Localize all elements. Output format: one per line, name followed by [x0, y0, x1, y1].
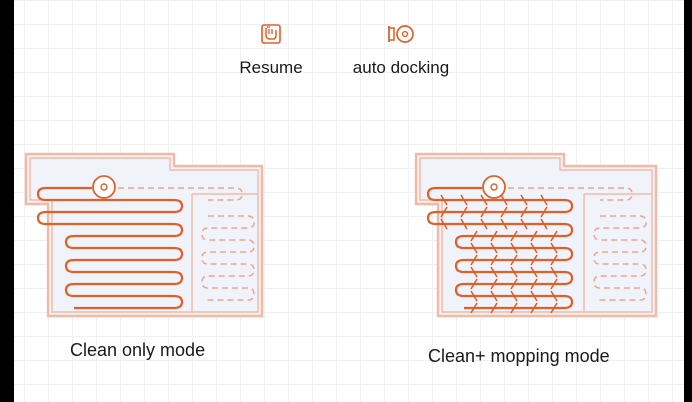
mop-stroke	[530, 290, 538, 302]
mop-stroke	[440, 194, 448, 206]
mop-stroke	[490, 290, 498, 302]
mop-stroke	[550, 278, 558, 290]
mop-stroke	[500, 218, 508, 230]
mop-stroke	[540, 206, 548, 218]
mop-stroke	[510, 302, 518, 314]
mop-stroke	[540, 218, 548, 230]
auto-docking-label: auto docking	[352, 58, 450, 77]
mop-stroke	[480, 218, 488, 230]
mop-stroke	[470, 278, 478, 290]
mop-stroke	[550, 290, 558, 302]
mop-stroke	[530, 266, 538, 278]
mop-stroke	[510, 254, 518, 266]
mop-stroke	[460, 206, 468, 218]
mop-stroke	[510, 242, 518, 254]
resume-feature: Resume	[226, 24, 316, 78]
mop-stroke	[460, 218, 468, 230]
auto-docking-icon	[388, 25, 414, 43]
mop-stroke	[490, 254, 498, 266]
mop-stroke	[530, 242, 538, 254]
auto-docking-feature: auto docking	[346, 24, 456, 78]
mop-stroke	[490, 278, 498, 290]
mop-stroke	[530, 302, 538, 314]
mop-stroke	[550, 230, 558, 242]
resume-label: Resume	[239, 58, 303, 77]
mop-stroke	[500, 194, 508, 206]
mop-stroke	[530, 230, 538, 242]
mop-stroke	[520, 194, 528, 206]
mop-stroke	[500, 206, 508, 218]
mop-stroke	[490, 266, 498, 278]
mop-stroke	[530, 254, 538, 266]
clean-mopping-floorplan	[414, 152, 658, 318]
mop-stroke	[550, 266, 558, 278]
mopping-strokes	[440, 194, 558, 314]
mop-stroke	[470, 290, 478, 302]
mop-stroke	[470, 230, 478, 242]
mop-stroke	[480, 206, 488, 218]
mop-stroke	[490, 230, 498, 242]
clean-only-caption: Clean only mode	[70, 340, 206, 360]
mop-stroke	[490, 302, 498, 314]
clean-only-map	[22, 150, 268, 322]
mop-stroke	[480, 194, 488, 206]
mop-stroke	[470, 242, 478, 254]
robot-vacuum-icon	[482, 175, 506, 199]
mop-stroke	[510, 290, 518, 302]
mop-stroke	[440, 218, 448, 230]
mop-stroke	[470, 266, 478, 278]
mop-stroke	[540, 194, 548, 206]
mop-stroke	[440, 206, 448, 218]
left-border-bar	[0, 0, 14, 402]
mop-stroke	[550, 254, 558, 266]
mop-stroke	[510, 266, 518, 278]
mop-stroke	[520, 206, 528, 218]
clean-mopping-map	[412, 150, 662, 322]
mop-stroke	[520, 218, 528, 230]
mop-stroke	[510, 230, 518, 242]
mop-stroke	[460, 194, 468, 206]
mop-stroke	[550, 302, 558, 314]
mop-stroke	[470, 302, 478, 314]
robot-vacuum-icon	[92, 175, 116, 199]
mop-stroke	[530, 278, 538, 290]
mop-stroke	[510, 278, 518, 290]
resume-icon	[261, 24, 281, 44]
right-border-bar	[684, 0, 692, 402]
clean-mopping-caption: Clean+ mopping mode	[428, 346, 610, 366]
mop-stroke	[550, 242, 558, 254]
clean-only-floorplan	[24, 152, 264, 318]
mop-stroke	[490, 242, 498, 254]
mop-stroke	[470, 254, 478, 266]
